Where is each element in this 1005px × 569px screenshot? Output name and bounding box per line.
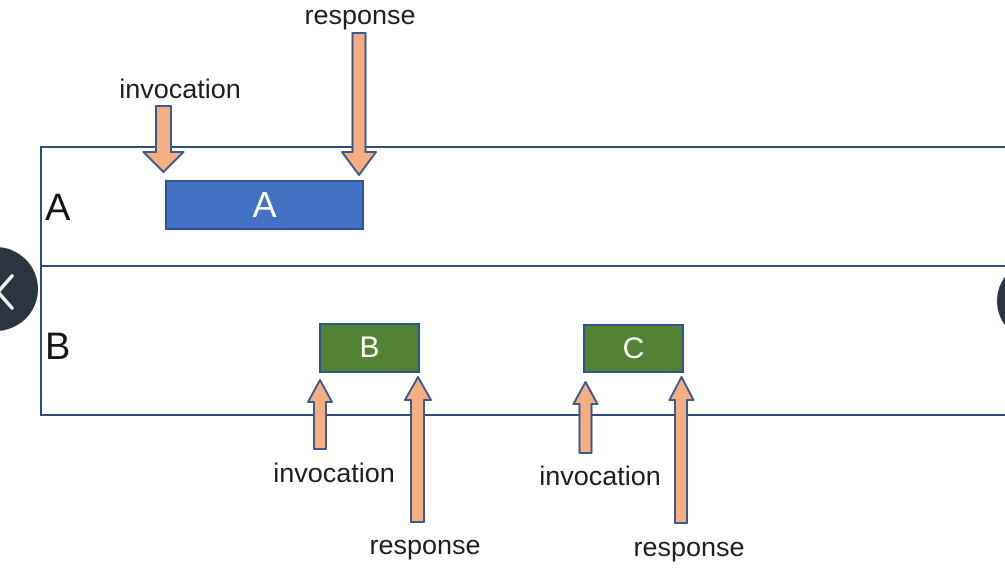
task-box-b-label: B (359, 331, 380, 364)
chevron-left-icon[interactable] (0, 273, 18, 311)
label-b-invocation: invocation (273, 458, 395, 488)
task-box-c: C (583, 324, 684, 373)
label-a-response: response (304, 0, 416, 30)
task-box-a-label: A (252, 184, 277, 225)
lane-b-label: B (45, 326, 71, 368)
lane-a-label: A (45, 187, 71, 229)
lane-divider (40, 265, 1005, 267)
task-box-a: A (165, 180, 364, 230)
label-c-invocation: invocation (539, 461, 661, 491)
carousel-next-button[interactable] (997, 260, 1005, 342)
task-box-b: B (319, 323, 420, 373)
label-c-response: response (633, 532, 745, 562)
task-box-c-label: C (622, 331, 645, 365)
label-b-response: response (369, 530, 481, 560)
swimlane-frame (40, 146, 1005, 416)
label-a-invocation: invocation (119, 74, 241, 104)
